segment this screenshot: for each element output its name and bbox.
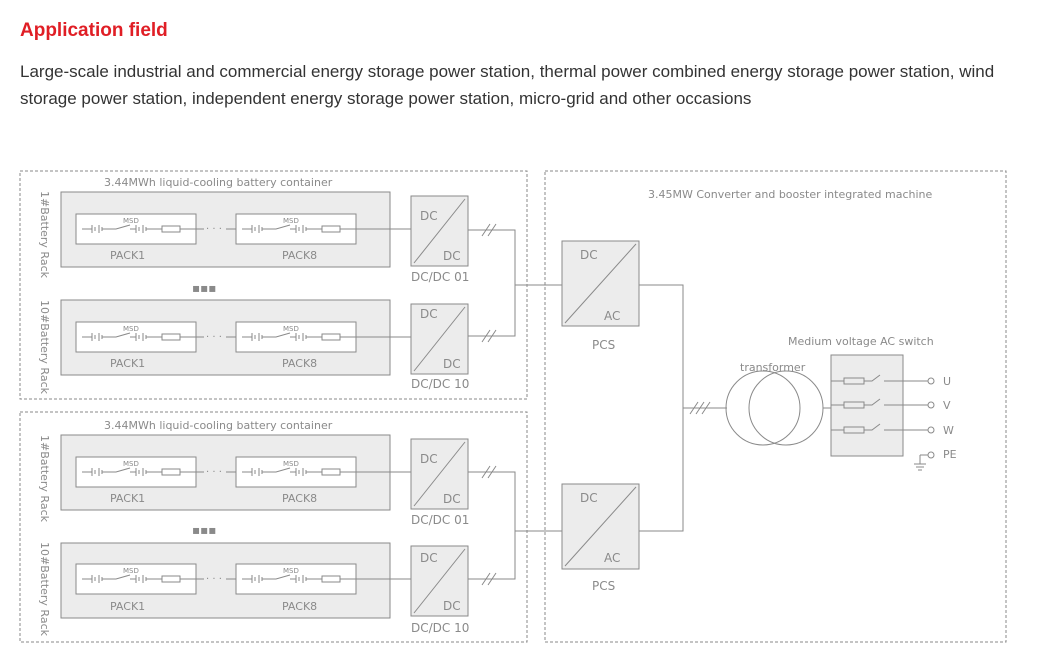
svg-text:· · ·: · · · xyxy=(206,467,222,478)
battery-pack xyxy=(235,456,357,488)
pack-label: PACK8 xyxy=(282,492,317,505)
rack-label: 1#Battery Rack xyxy=(38,435,51,523)
dcdc-bottom-label: DC xyxy=(443,492,461,506)
msd-label: MSD xyxy=(283,460,299,468)
svg-text:· · ·: · · · xyxy=(206,332,222,343)
dcdc-top-label: DC xyxy=(420,307,438,321)
svg-text:· · ·: · · · xyxy=(206,574,222,585)
rack-label: 1#Battery Rack xyxy=(38,191,51,279)
section-description: Large-scale industrial and commercial en… xyxy=(20,62,995,108)
rack-label: 10#Battery Rack xyxy=(38,300,51,395)
transformer-secondary xyxy=(748,370,824,446)
container-title: 3.44MWh liquid-cooling battery container xyxy=(104,176,333,189)
msd-label: MSD xyxy=(123,567,139,575)
pack-label: PACK8 xyxy=(282,600,317,613)
ellipsis: ▪▪▪ xyxy=(192,281,216,295)
dcdc-top-label: DC xyxy=(420,209,438,223)
ground-icon xyxy=(914,454,928,471)
machine-title: 3.45MW Converter and booster integrated … xyxy=(648,188,933,201)
transformer-primary xyxy=(725,370,801,446)
converter-booster-machine: 3.45MW Converter and booster integrated … xyxy=(515,170,1007,643)
pcs-top-label: DC xyxy=(580,491,598,505)
pcs-bottom-label: AC xyxy=(604,551,620,565)
svg-text:· · ·: · · · xyxy=(206,224,222,235)
msd-label: MSD xyxy=(283,217,299,225)
phase-label-w: W xyxy=(943,424,954,437)
dcdc-bottom-label: DC xyxy=(443,599,461,613)
msd-label: MSD xyxy=(123,325,139,333)
dcdc-top-label: DC xyxy=(420,452,438,466)
container-title: 3.44MWh liquid-cooling battery container xyxy=(104,419,333,432)
phase-label-u: U xyxy=(943,375,951,388)
msd-label: MSD xyxy=(123,460,139,468)
machine-border xyxy=(544,170,1007,643)
pcs-name: PCS xyxy=(592,579,615,593)
pe-label: PE xyxy=(943,448,957,461)
section-title: Application field xyxy=(20,20,168,41)
battery-container-2: 3.44MWh liquid-cooling battery container… xyxy=(19,411,528,643)
container-border xyxy=(19,411,528,643)
msd-label: MSD xyxy=(283,567,299,575)
pack-label: PACK1 xyxy=(110,600,145,613)
pack-label: PACK1 xyxy=(110,249,145,262)
msd-label: MSD xyxy=(123,217,139,225)
pcs-bottom-label: AC xyxy=(604,309,620,323)
dcdc-name: DC/DC 10 xyxy=(411,377,469,391)
switch-title: Medium voltage AC switch xyxy=(788,335,934,348)
dcdc-bottom-label: DC xyxy=(443,249,461,263)
pack-label: PACK1 xyxy=(110,357,145,370)
msd-label: MSD xyxy=(283,325,299,333)
pack-label: PACK8 xyxy=(282,357,317,370)
dcdc-bottom-label: DC xyxy=(443,357,461,371)
pack-label: PACK8 xyxy=(282,249,317,262)
transformer-label: transformer xyxy=(740,361,806,374)
dcdc-name: DC/DC 01 xyxy=(411,513,469,527)
dcdc-name: DC/DC 10 xyxy=(411,621,469,635)
battery-container-1: 3.44MWh liquid-cooling battery container… xyxy=(19,170,528,400)
pack-label: PACK1 xyxy=(110,492,145,505)
phase-label-v: V xyxy=(943,399,951,412)
ellipsis: ▪▪▪ xyxy=(192,523,216,537)
dcdc-top-label: DC xyxy=(420,551,438,565)
dcdc-name: DC/DC 01 xyxy=(411,270,469,284)
pcs-top-label: DC xyxy=(580,248,598,262)
rack-label: 10#Battery Rack xyxy=(38,542,51,637)
pcs-name: PCS xyxy=(592,338,615,352)
